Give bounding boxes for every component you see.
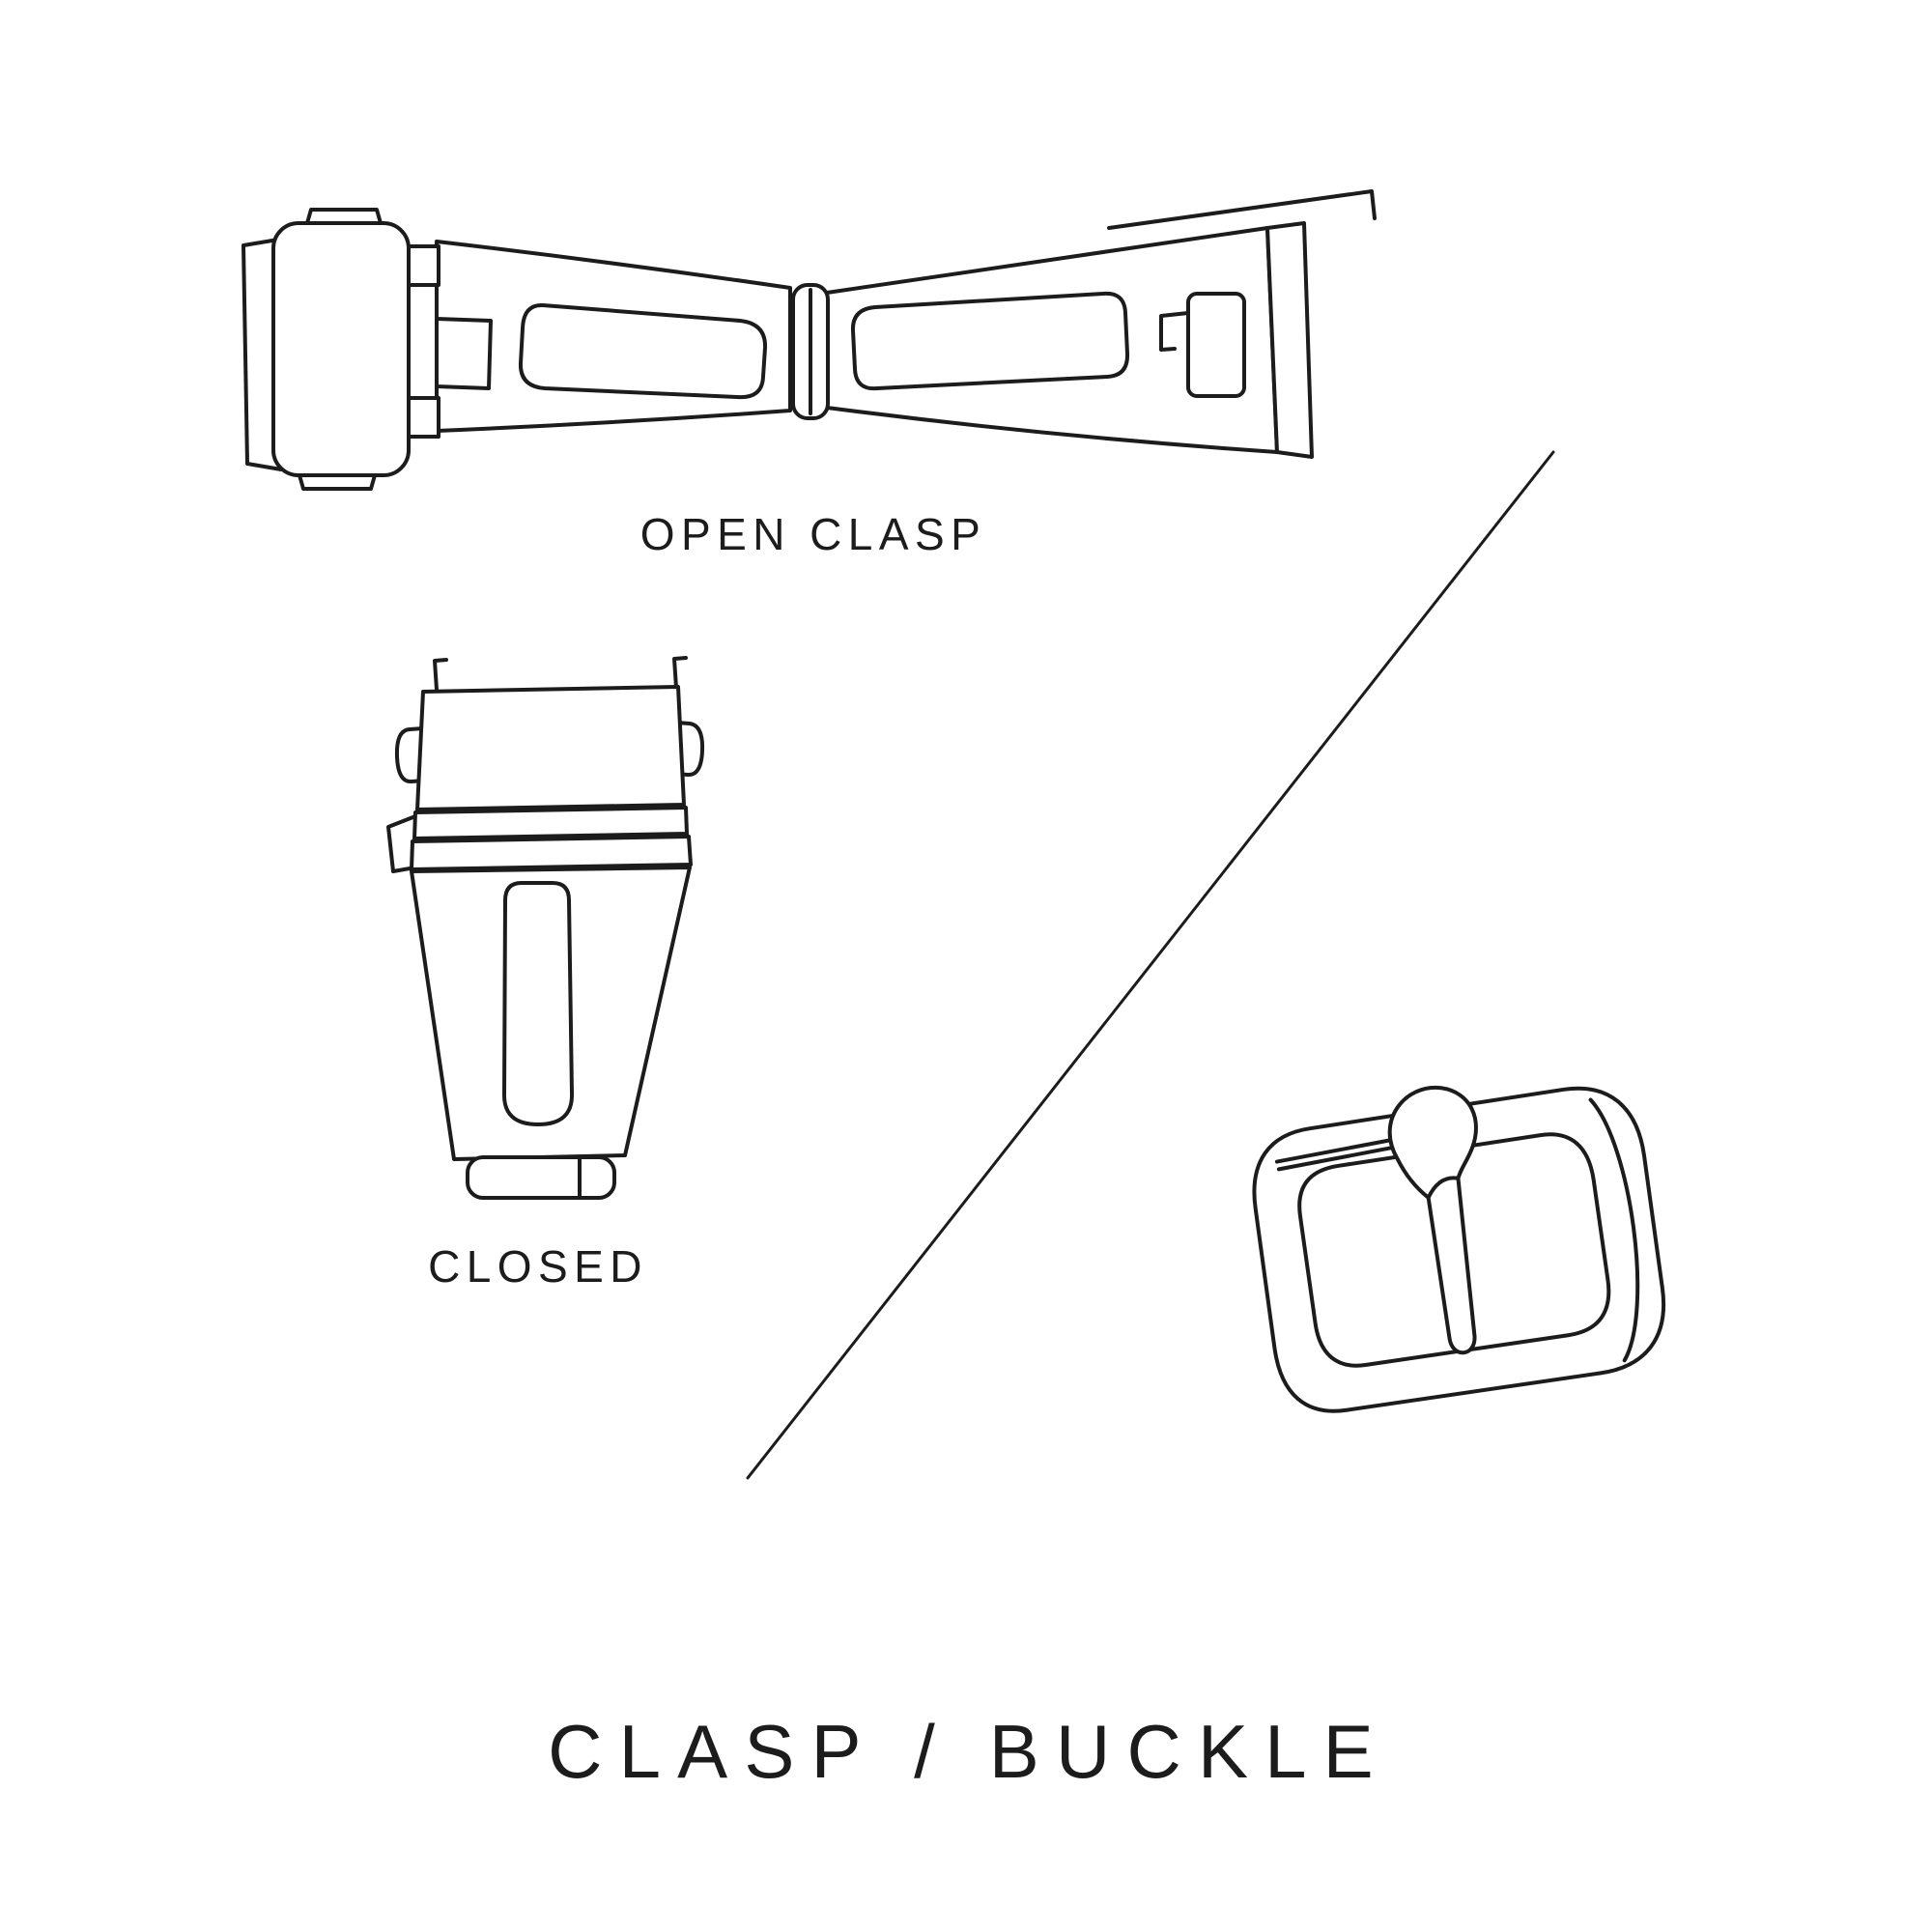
clasp-left-arm-recess — [518, 302, 768, 400]
closed-clasp-end-bar — [466, 1155, 616, 1200]
clasp-lug-bottom — [406, 396, 440, 439]
clasp-hook-notch — [435, 317, 493, 390]
open-clasp-illustration — [242, 189, 1377, 491]
closed-clasp-band-2 — [410, 835, 693, 871]
clasp-block-bump-top — [305, 208, 383, 225]
clasp-lug-top — [406, 244, 440, 287]
diagonal-divider-line — [746, 450, 1555, 1480]
clasp-top-strip — [1107, 189, 1377, 230]
closed-clasp-slot — [501, 881, 575, 1126]
page-title: CLASP / BUCKLE — [548, 1709, 1390, 1794]
clasp-end-hole — [1186, 292, 1246, 398]
tang-buckle-illustration — [1252, 1086, 1665, 1413]
clasp-right-arm-recess — [850, 291, 1130, 391]
open-clasp-label: OPEN CLASP — [639, 509, 987, 559]
buckle-pin — [1274, 1137, 1397, 1172]
buckle-tongue-fold — [1426, 1176, 1461, 1200]
clasp-block-bump-bottom — [298, 473, 377, 491]
buckle-band-curve — [1588, 1097, 1640, 1363]
closed-clasp-band-1 — [412, 806, 689, 840]
closed-clasp-cover — [415, 685, 686, 811]
clasp-roller-block — [271, 221, 411, 477]
clasp-end-plate — [1265, 221, 1314, 459]
closed-clasp-illustration — [386, 656, 705, 1200]
closed-clasp-prong-right — [672, 656, 688, 690]
closed-clasp-prong-left — [433, 658, 448, 692]
closed-label: CLOSED — [428, 1241, 648, 1292]
clasp-end-hook — [1159, 311, 1190, 352]
